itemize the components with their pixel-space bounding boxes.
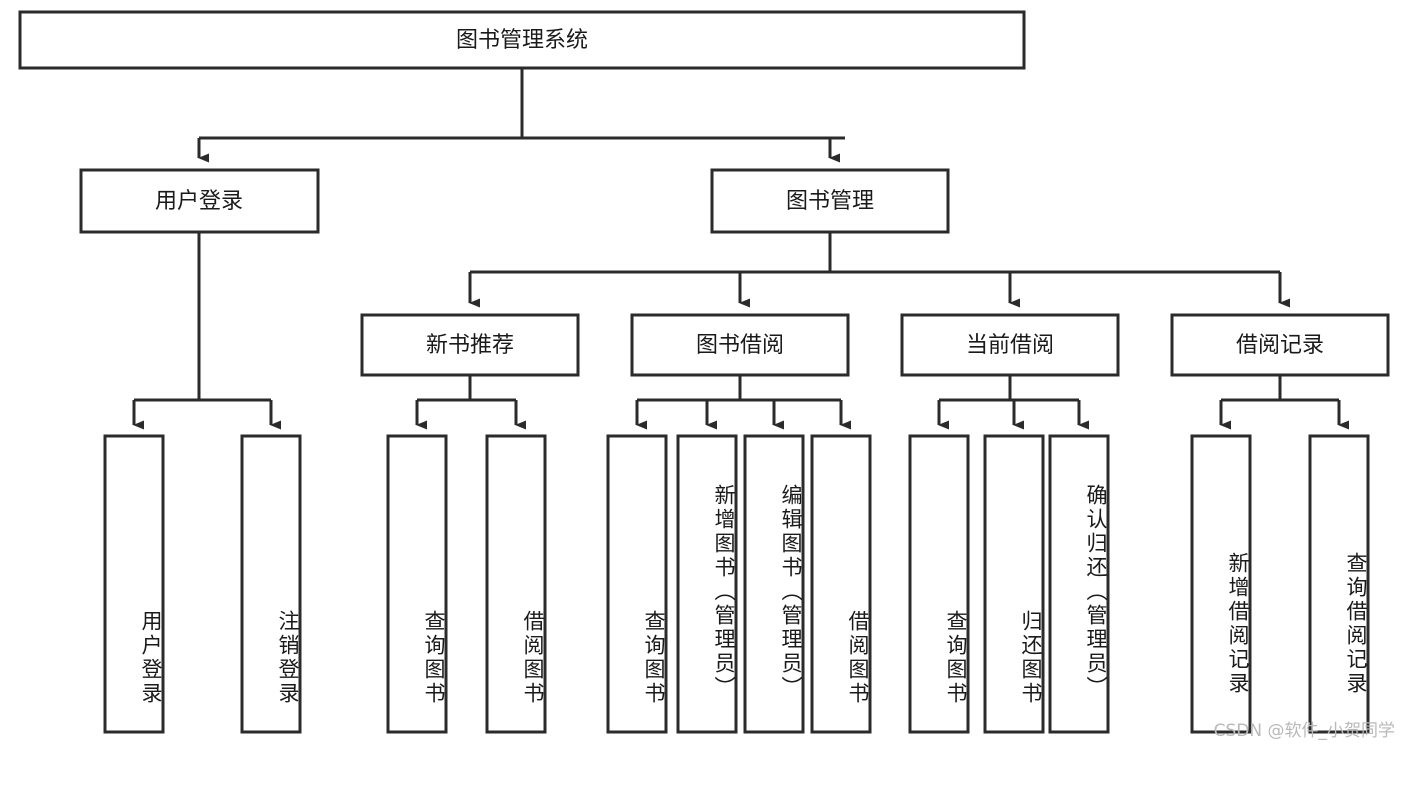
connector-group-book-borrow	[635, 375, 851, 430]
connector-group-book-manage	[468, 232, 1290, 308]
leaf-box-logout-login[interactable]	[240, 434, 302, 734]
connector-group-root	[197, 68, 845, 163]
leaf-box-borrow-book-bor[interactable]	[810, 434, 872, 734]
leaf-box-add-borrow-rec[interactable]	[1190, 434, 1252, 734]
connector-group-new-book-rec	[415, 375, 526, 430]
csdn-watermark: CSDN @软件_小贺同学	[1213, 721, 1395, 741]
node-box-borrow-record[interactable]	[1170, 313, 1390, 377]
leaf-box-query-book-cur[interactable]	[908, 434, 970, 734]
node-label-user-login: 用户登录	[155, 189, 243, 214]
leaf-box-query-borrow-rec[interactable]	[1308, 434, 1370, 734]
leaf-box-confirm-return[interactable]	[1048, 434, 1110, 734]
leaf-box-add-book-admin[interactable]	[676, 434, 738, 734]
node-box-book-manage[interactable]	[710, 168, 950, 234]
connector-group-current-borrow	[937, 375, 1089, 430]
node-box-new-book-rec[interactable]	[360, 313, 580, 377]
hierarchy-diagram: 图书管理系统 用户登录 图书管理 新书推荐 图书借阅 当前借阅 借阅记录	[18, 10, 1390, 734]
node-label-root: 图书管理系统	[456, 28, 588, 53]
node-box-book-borrow[interactable]	[630, 313, 850, 377]
node-box-root[interactable]	[18, 10, 1026, 70]
node-label-current-borrow: 当前借阅	[966, 333, 1054, 358]
node-label-borrow-record: 借阅记录	[1236, 333, 1324, 358]
node-label-book-manage: 图书管理	[786, 189, 874, 214]
leaf-box-user-login[interactable]	[103, 434, 165, 734]
node-label-new-book-rec: 新书推荐	[426, 333, 514, 358]
leaf-box-borrow-book-rec[interactable]	[485, 434, 547, 734]
connector-group-user-login	[132, 232, 281, 430]
connector-group-borrow-record	[1219, 375, 1349, 430]
leaf-box-edit-book-admin[interactable]	[743, 434, 805, 734]
node-box-current-borrow[interactable]	[900, 313, 1120, 377]
leaf-box-return-book[interactable]	[983, 434, 1045, 734]
leaf-box-query-book-rec[interactable]	[386, 434, 448, 734]
node-box-user-login[interactable]	[79, 168, 320, 234]
leaf-box-query-book-bor[interactable]	[606, 434, 668, 734]
node-label-book-borrow: 图书借阅	[696, 333, 784, 358]
diagram-canvas: 图书管理系统 用户登录 图书管理 新书推荐 图书借阅 当前借阅 借阅记录 用户登…	[18, 10, 1395, 741]
